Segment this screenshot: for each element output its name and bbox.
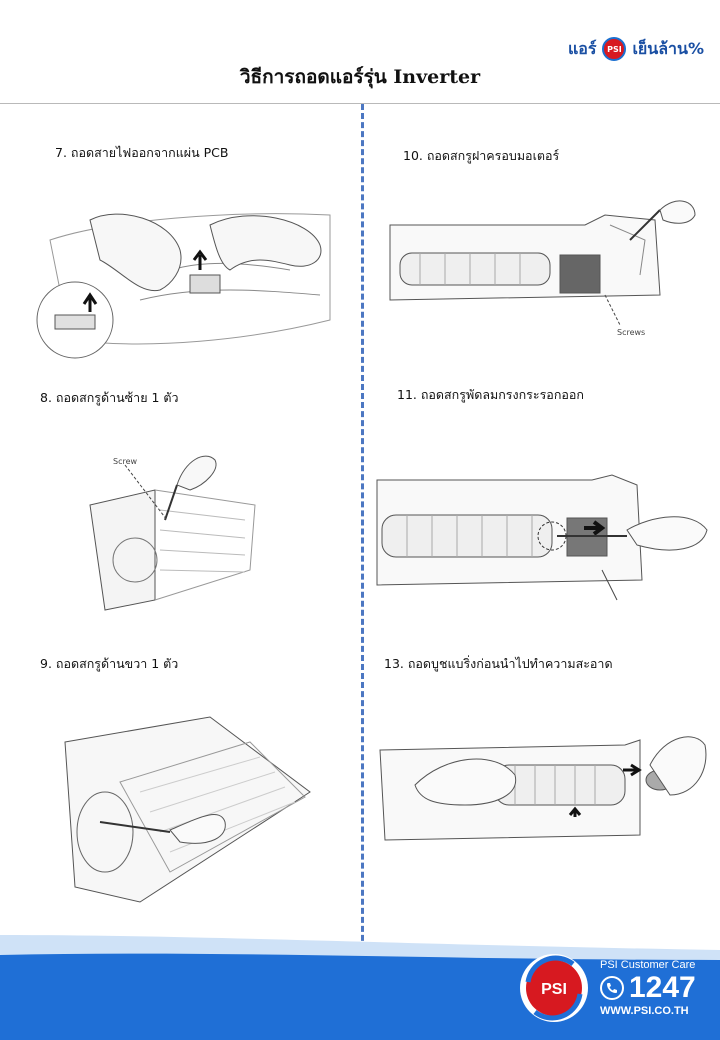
- page-title: วิธีการถอดแอร์รุ่น Inverter: [0, 62, 720, 92]
- care-info: PSI Customer Care 1247 WWW.PSI.CO.TH: [600, 959, 696, 1017]
- psi-logo-text: PSI: [541, 981, 567, 998]
- logo-text-left: แอร์: [568, 37, 597, 62]
- screw-callout: Screw: [113, 457, 138, 466]
- column-divider: [361, 104, 364, 959]
- step-11-label: 11. ถอดสกรูพัดลมกรงกระรอกออก: [397, 385, 584, 405]
- step-13-label: 13. ถอดบูชแบริ่งก่อนนำไปทำความสะอาด: [384, 654, 613, 674]
- care-label: PSI Customer Care: [600, 959, 696, 971]
- step-11-illustration: [372, 470, 712, 620]
- step-10-label: 10. ถอดสกรูฝาครอบมอเตอร์: [403, 146, 559, 166]
- step-8-label: 8. ถอดสกรูด้านซ้าย 1 ตัว: [40, 388, 179, 408]
- care-website-link[interactable]: WWW.PSI.CO.TH: [600, 1005, 696, 1017]
- step-13-illustration: [375, 725, 710, 855]
- step-9-label: 9. ถอดสกรูด้านขวา 1 ตัว: [40, 654, 178, 674]
- logo-text-right: เย็นล้าน%: [632, 37, 704, 62]
- care-phone: 1247: [600, 971, 696, 1005]
- header-divider: [0, 103, 720, 104]
- step-8-illustration: Screw: [85, 450, 265, 615]
- screws-callout: Screws: [617, 328, 645, 337]
- brand-logo: แอร์ PSI เย็นล้าน%: [568, 34, 704, 64]
- step-10-illustration: Screws: [385, 195, 705, 345]
- phone-icon: [600, 976, 624, 1000]
- step-7-illustration: [30, 200, 340, 365]
- step-7-label: 7. ถอดสายไฟออกจากแผ่น PCB: [55, 143, 228, 163]
- care-number: 1247: [629, 971, 696, 1005]
- customer-care: PSI PSI Customer Care 1247 WWW.PSI.CO.TH: [518, 945, 718, 1030]
- logo-badge: PSI: [602, 37, 626, 61]
- step-9-illustration: [60, 712, 325, 912]
- psi-logo-icon: PSI: [518, 952, 590, 1024]
